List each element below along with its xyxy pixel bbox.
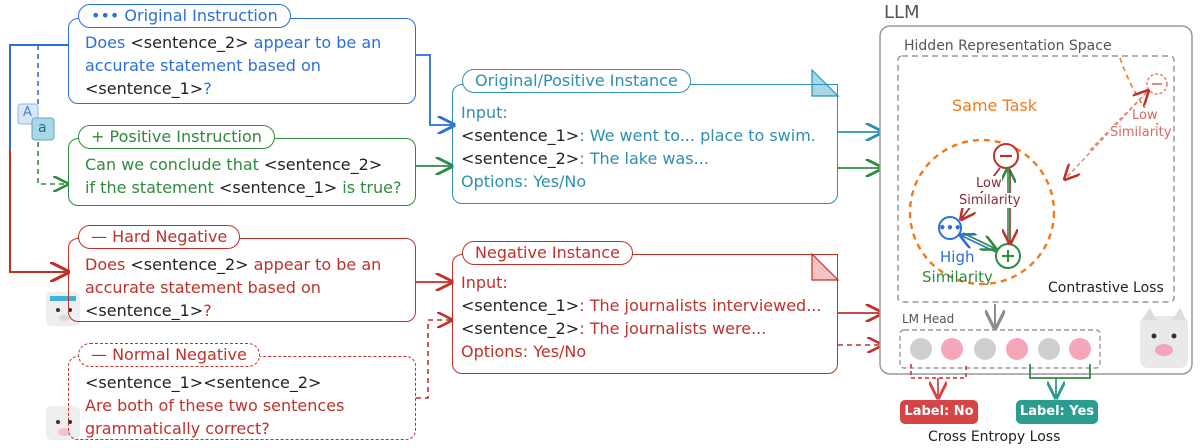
hard-negative-text: Does <sentence_2> appear to be an accurat…: [85, 253, 381, 322]
high-similarity-1: High: [940, 248, 975, 266]
text-line: Are both of these two sentences: [85, 394, 344, 417]
text-line: Does <sentence_2> appear to be an: [85, 253, 381, 276]
text-line: Does <sentence_2> appear to be an: [85, 31, 381, 54]
text-segment: <sentence_2>: [461, 149, 580, 168]
positive-instruction-box: Can we conclude that <sentence_2>if the …: [68, 138, 416, 206]
text-line: <sentence_1>: We went to... place to swi…: [461, 124, 816, 147]
text-line: if the statement <sentence_1> is true?: [85, 176, 401, 199]
text-segment: <sentence_1>: [461, 296, 580, 315]
text-segment: Are both of these two sentences: [85, 396, 345, 415]
lm-head-box: [899, 329, 1101, 369]
normal-negative-tag: — Normal Negative: [78, 343, 260, 367]
text-line: grammatically correct?: [85, 417, 344, 440]
original-node: [938, 216, 962, 240]
positive-instruction-text: Can we conclude that <sentence_2>if the …: [85, 153, 401, 199]
text-line: <sentence_1>?: [85, 299, 381, 322]
text-segment: : The journalists were...: [579, 319, 767, 338]
text-line: <sentence_1><sentence_2>: [85, 371, 344, 394]
cross-entropy-label: Cross Entropy Loss: [928, 429, 1061, 445]
negative-instance-text: Input: <sentence_1>: The journalists inte…: [461, 271, 821, 363]
contrastive-loss-label: Contrastive Loss: [1048, 280, 1164, 296]
text-segment: accurate statement based on: [85, 56, 321, 75]
text-segment: accurate statement based on: [85, 278, 321, 297]
positive-instance-box: Input: <sentence_1>: We went to... place …: [452, 84, 838, 204]
original-instruction-box: Does <sentence_2> appear to be an accurat…: [68, 18, 416, 104]
positive-instance-tag: Original/Positive Instance: [462, 69, 691, 93]
text-segment: if the statement: [85, 178, 219, 197]
same-task-label: Same Task: [952, 96, 1038, 115]
llm-box: [879, 25, 1193, 375]
hard-negative-box: Does <sentence_2> appear to be an accurat…: [68, 238, 416, 322]
text-line: <sentence_2>: The journalists were...: [461, 317, 821, 340]
text-segment: <sentence_1>: [461, 126, 580, 145]
text-segment: Does: [85, 255, 131, 274]
text-segment: : The lake was...: [579, 149, 709, 168]
text-segment: Input:: [461, 273, 508, 292]
text-segment: <sentence_1>: [85, 79, 204, 98]
text-line: <sentence_1>?: [85, 77, 381, 100]
text-segment: <sentence_2>: [264, 155, 383, 174]
text-segment: Input:: [461, 103, 508, 122]
text-line: accurate statement based on: [85, 54, 381, 77]
positive-instruction-tag: + Positive Instruction: [78, 125, 275, 149]
text-segment: Can we conclude that: [85, 155, 264, 174]
text-segment: ?: [203, 301, 212, 320]
text-segment: <sentence_1>: [218, 178, 338, 197]
text-segment: Does: [85, 33, 131, 52]
llama-icon-llm: [1140, 308, 1188, 368]
hidden-space-label: Hidden Representation Space: [904, 38, 1112, 54]
text-line: <sentence_2>: The lake was...: [461, 147, 816, 170]
llm-title: LLM: [884, 2, 920, 23]
translate-letter-a-lower: a: [38, 120, 47, 136]
text-segment: Options: Yes/No: [461, 342, 587, 361]
original-instruction-text: Does <sentence_2> appear to be an accurat…: [85, 31, 381, 100]
negative-instance-tag: Negative Instance: [462, 241, 633, 265]
text-segment: Options: Yes/No: [461, 172, 587, 191]
text-segment: ?: [203, 79, 212, 98]
text-line: Input:: [461, 101, 816, 124]
label-no: Label: No: [900, 400, 978, 424]
text-line: Can we conclude that <sentence_2>: [85, 153, 401, 176]
text-line: <sentence_1>: The journalists interviewe…: [461, 294, 821, 317]
text-segment: grammatically correct?: [85, 419, 270, 438]
text-segment: <sentence_1><sentence_2>: [85, 373, 322, 392]
low-similarity-outer-2: Similarity: [1110, 125, 1172, 140]
lm-head-label: LM Head: [902, 312, 955, 326]
normal-negative-text: <sentence_1><sentence_2> Are both of thes…: [85, 371, 344, 440]
text-segment: <sentence_1>: [85, 301, 204, 320]
text-line: accurate statement based on: [85, 276, 381, 299]
low-similarity-outer-1: Low: [1132, 108, 1158, 123]
negative-instance-fold: [811, 252, 840, 281]
text-line: Input:: [461, 271, 821, 294]
positive-instance-text: Input: <sentence_1>: We went to... place …: [461, 101, 816, 193]
same-task-circle: [908, 138, 1056, 286]
left-connector: [9, 44, 68, 273]
text-segment: : The journalists interviewed...: [579, 296, 822, 315]
svg-text:•••: •••: [938, 221, 961, 235]
high-similarity-2: Similarity: [922, 268, 993, 286]
text-segment: : We went to... place to swim.: [579, 126, 816, 145]
text-segment: appear to be an: [248, 255, 382, 274]
text-line: Options: Yes/No: [461, 340, 821, 363]
text-line: Options: Yes/No: [461, 170, 816, 193]
original-instruction-tag: ••• Original Instruction: [78, 4, 291, 28]
hard-negative-tag: — Hard Negative: [78, 225, 241, 249]
text-segment: appear to be an: [248, 33, 382, 52]
text-segment: <sentence_2>: [130, 33, 249, 52]
text-segment: <sentence_2>: [461, 319, 580, 338]
low-similarity-inner-2: Similarity: [959, 193, 1021, 208]
text-segment: is true?: [337, 178, 402, 197]
negative-instance-box: Input: <sentence_1>: The journalists inte…: [452, 254, 838, 374]
low-similarity-inner-1: Low: [976, 176, 1002, 191]
label-yes: Label: Yes: [1016, 400, 1098, 424]
text-segment: <sentence_2>: [130, 255, 249, 274]
normal-negative-box: <sentence_1><sentence_2> Are both of thes…: [68, 356, 416, 440]
translate-letter-a-upper: A: [23, 105, 32, 120]
hidden-space-box: [897, 55, 1175, 303]
